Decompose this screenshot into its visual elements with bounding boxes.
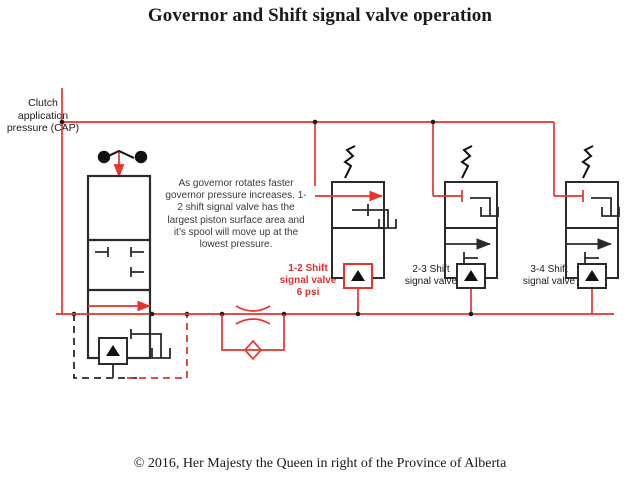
shift-valve-1-2	[315, 145, 397, 289]
governor-flyweights	[97, 149, 148, 178]
clutch-application-pressure-label: Clutch application pressure (CAP)	[6, 97, 80, 134]
valve-label-1-2-shift: 1-2 Shift signal valve 6 psi	[279, 263, 337, 298]
governor-valve-body	[86, 174, 171, 378]
valve-label-3-4-shift: 3-4 Shift signal valve	[522, 264, 576, 287]
copyright-footer: © 2016, Her Majesty the Queen in right o…	[133, 456, 507, 471]
governor-pressure-line	[56, 278, 614, 317]
exhaust-paths	[71, 311, 190, 379]
shift-valve-2-3	[433, 145, 499, 289]
cap-supply-network	[59, 88, 555, 314]
orifice-restrictor-symbol	[221, 305, 285, 361]
valve-label-2-3-shift: 2-3 Shift signal valve	[404, 264, 458, 287]
governor-explanation-note: As governor rotates faster governor pres…	[165, 178, 307, 251]
page-title: Governor and Shift signal valve operatio…	[147, 5, 493, 26]
shift-valve-3-4	[554, 145, 620, 289]
governor-port-ticks	[95, 247, 144, 339]
